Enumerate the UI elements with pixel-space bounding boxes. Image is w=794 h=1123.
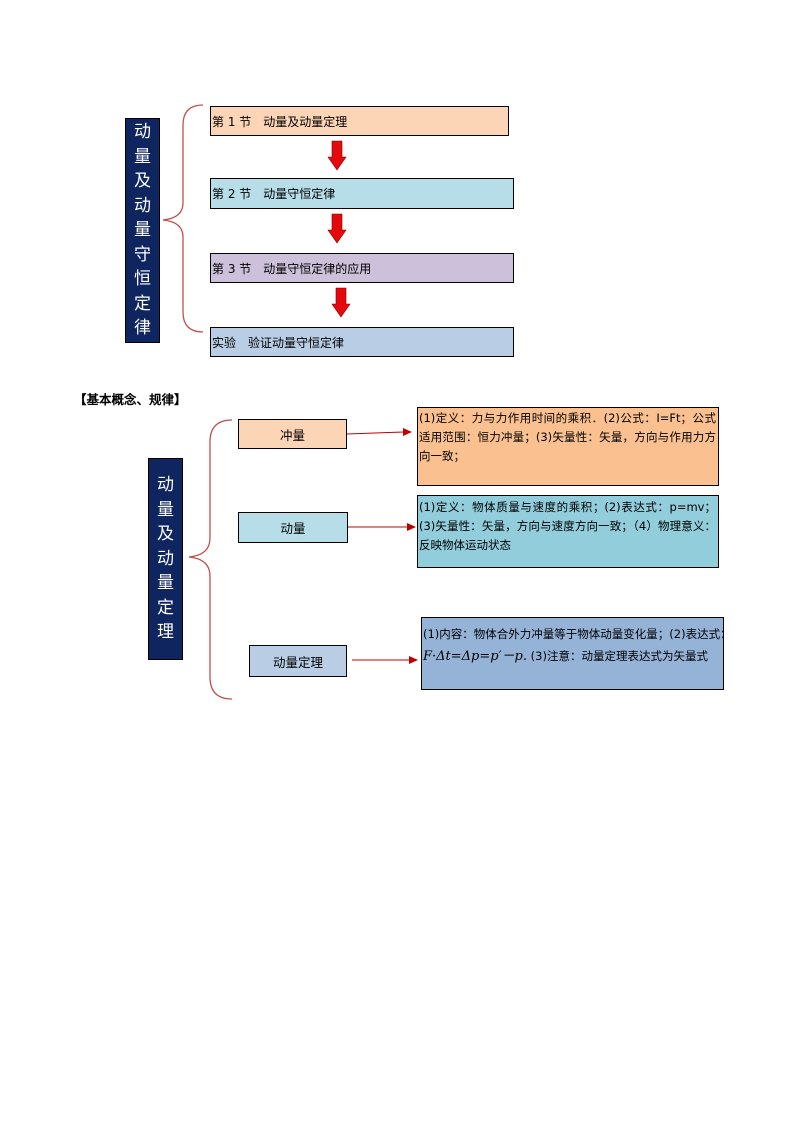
concept-map-title-text: 动量及动量定理: [157, 475, 174, 643]
momentum-theorem-description: (1)内容：物体合外力冲量等于物体动量变化量；(2)表达式： F·Δt=Δp=p…: [421, 617, 732, 690]
connector-impulse: [346, 428, 412, 436]
concept-map-bracket: [188, 419, 233, 700]
theorem-formula: F·Δt=Δp=p′－p.: [423, 649, 527, 664]
momentum-theorem-box: 动量定理: [249, 645, 347, 677]
concept-map-title: 动量及动量定理: [148, 458, 183, 660]
top-map-title-text: 动量及动量守恒定律: [134, 122, 151, 339]
section-3-box: 第 3 节 动量守恒定律的应用: [210, 253, 514, 283]
down-arrow-2: [327, 213, 347, 244]
impulse-description: (1)定义：力与力作用时间的乘积．(2)公式：I=Ft；公式适用范围：恒力冲量；…: [417, 407, 719, 486]
theorem-desc-line-1: (1)内容：物体合外力冲量等于物体动量变化量；(2)表达式：: [423, 627, 732, 641]
section-1-box: 第 1 节 动量及动量定理: [210, 106, 509, 136]
section-2-box: 第 2 节 动量守恒定律: [210, 178, 514, 209]
theorem-desc-line-2: (3)注意：动量定理表达式为矢量式: [530, 649, 708, 663]
momentum-box: 动量: [238, 512, 348, 543]
connector-momentum: [348, 523, 416, 531]
down-arrow-1: [327, 140, 347, 171]
down-arrow-3: [331, 287, 351, 318]
impulse-box: 冲量: [238, 419, 347, 449]
top-map-title: 动量及动量守恒定律: [125, 118, 160, 343]
section-heading: 【基本概念、规律】: [74, 392, 187, 407]
connector-theorem: [352, 656, 418, 664]
experiment-box: 实验 验证动量守恒定律: [210, 327, 514, 357]
momentum-description: (1)定义：物体质量与速度的乘积；(2)表达式：p=mv；(3)矢量性：矢量，方…: [417, 495, 719, 568]
top-map-bracket: [162, 104, 204, 333]
